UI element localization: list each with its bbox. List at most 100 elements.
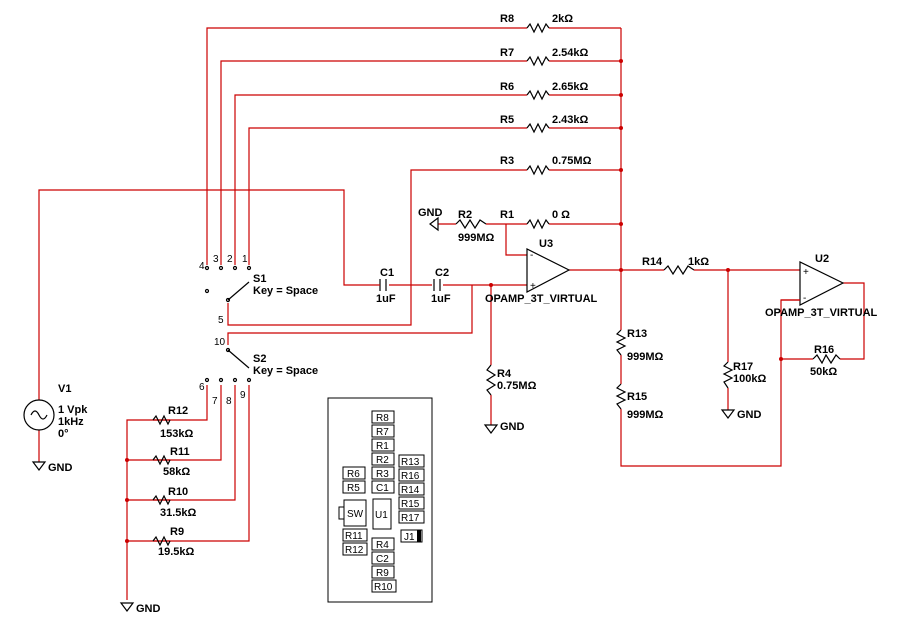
r12-value: 153kΩ <box>160 428 193 440</box>
s1-name: S1 <box>253 273 266 285</box>
r9-name: R9 <box>170 526 184 538</box>
u3-name: U3 <box>539 238 553 250</box>
r10-value: 31.5kΩ <box>160 507 197 519</box>
vertical-resistor-symbols <box>485 329 734 410</box>
horizontal-resistor-symbols <box>152 22 841 547</box>
svg-text:+: + <box>803 267 809 278</box>
layout-r1: R1 <box>376 441 389 452</box>
s2-pin-9: 9 <box>240 390 246 401</box>
wires <box>38 27 865 600</box>
layout-r17: R17 <box>401 513 420 524</box>
c1-value: 1uF <box>376 293 396 305</box>
r6-value: 2.65kΩ <box>552 81 589 93</box>
ground-r2-label: GND <box>418 207 443 219</box>
layout-r8: R8 <box>376 413 389 424</box>
resistor-labels: R8 2kΩ R7 2.54kΩ R6 2.65kΩ R5 2.43kΩ R3 … <box>158 13 837 558</box>
u3-model: OPAMP_3T_VIRTUAL <box>485 293 598 305</box>
r3-name: R3 <box>500 155 514 167</box>
r15-name: R15 <box>627 391 647 403</box>
svg-text:-: - <box>803 293 806 304</box>
ground-s2: GND <box>119 602 161 615</box>
u2-name: U2 <box>815 253 829 265</box>
s2-key: Key = Space <box>253 365 318 377</box>
s1-pin-2: 2 <box>227 254 233 265</box>
s1-key: Key = Space <box>253 285 318 297</box>
r14-name: R14 <box>642 256 663 268</box>
s2-pin-7: 7 <box>212 396 218 407</box>
r15-value: 999MΩ <box>627 409 664 421</box>
r17-value: 100kΩ <box>733 373 766 385</box>
capacitor-c2: C2 1uF <box>431 267 451 305</box>
r17-name: R17 <box>733 361 753 373</box>
r4-name: R4 <box>497 368 512 380</box>
ground-s2-label: GND <box>136 603 161 615</box>
r3-value: 0.75MΩ <box>552 155 592 167</box>
layout-r15: R15 <box>401 499 420 510</box>
r8-name: R8 <box>500 13 514 25</box>
layout-r6: R6 <box>347 469 360 480</box>
v1-amplitude: 1 Vpk <box>58 404 88 416</box>
opamp-u2: + - U2 OPAMP_3T_VIRTUAL <box>765 253 878 319</box>
junction-dots <box>125 59 783 543</box>
layout-r13: R13 <box>401 457 420 468</box>
r7-value: 2.54kΩ <box>552 47 589 59</box>
u2-model: OPAMP_3T_VIRTUAL <box>765 307 878 319</box>
r5-name: R5 <box>500 114 514 126</box>
s2-pin-8: 8 <box>226 396 232 407</box>
layout-r11: R11 <box>345 531 363 542</box>
switch-s2: 10 6 7 8 9 S2 Key = Space <box>199 337 318 407</box>
svg-text:-: - <box>530 250 533 261</box>
r13-name: R13 <box>627 328 647 340</box>
ground-r17: GND <box>720 409 762 421</box>
r8-value: 2kΩ <box>552 13 573 25</box>
layout-r16: R16 <box>401 471 420 482</box>
layout-r10: R10 <box>374 582 393 593</box>
layout-c1: C1 <box>376 483 389 494</box>
r2-value: 999MΩ <box>458 232 495 244</box>
svg-text:+: + <box>530 281 536 292</box>
layout-r4: R4 <box>376 540 389 551</box>
r1-name: R1 <box>500 209 514 221</box>
ground-r4-label: GND <box>500 421 525 433</box>
v1-phase: 0° <box>58 428 69 440</box>
ground-r2: GND <box>418 207 443 232</box>
layout-j1: J1 <box>404 532 415 543</box>
layout-c2: C2 <box>376 554 389 565</box>
c2-value: 1uF <box>431 293 451 305</box>
ground-v1: GND <box>31 461 73 474</box>
r9-value: 19.5kΩ <box>158 546 195 558</box>
ground-v1-label: GND <box>48 462 73 474</box>
c1-name: C1 <box>380 267 394 279</box>
s1-pin-3: 3 <box>213 254 219 265</box>
r7-name: R7 <box>500 47 514 59</box>
ac-source-v1: V1 1 Vpk 1kHz 0° <box>23 383 88 440</box>
layout-r14: R14 <box>401 485 420 496</box>
opamp-u3: - + U3 OPAMP_3T_VIRTUAL <box>485 238 598 305</box>
s1-pin-4: 4 <box>199 261 205 272</box>
v1-name: V1 <box>58 383 71 395</box>
r16-value: 50kΩ <box>810 366 837 378</box>
r12-name: R12 <box>168 405 188 417</box>
s2-pin-10: 10 <box>214 337 226 348</box>
r16-name: R16 <box>814 344 834 356</box>
layout-sw: SW <box>347 509 364 520</box>
layout-r12: R12 <box>345 545 364 556</box>
capacitor-c1: C1 1uF <box>376 267 396 305</box>
layout-r7: R7 <box>376 427 389 438</box>
s2-pin-6: 6 <box>199 382 205 393</box>
s2-name: S2 <box>253 353 266 365</box>
layout-u1: U1 <box>375 510 388 521</box>
r14-value: 1kΩ <box>688 256 709 268</box>
v1-frequency: 1kHz <box>58 416 84 428</box>
ground-r17-label: GND <box>737 409 762 421</box>
layout-r2: R2 <box>376 455 389 466</box>
layout-r5: R5 <box>347 483 360 494</box>
c2-name: C2 <box>435 267 449 279</box>
r6-name: R6 <box>500 81 514 93</box>
r4-value: 0.75MΩ <box>497 380 537 392</box>
ground-r4: GND <box>483 421 525 434</box>
layout-r3: R3 <box>376 469 389 480</box>
r13-value: 999MΩ <box>627 351 664 363</box>
s1-pin-5: 5 <box>218 315 224 326</box>
